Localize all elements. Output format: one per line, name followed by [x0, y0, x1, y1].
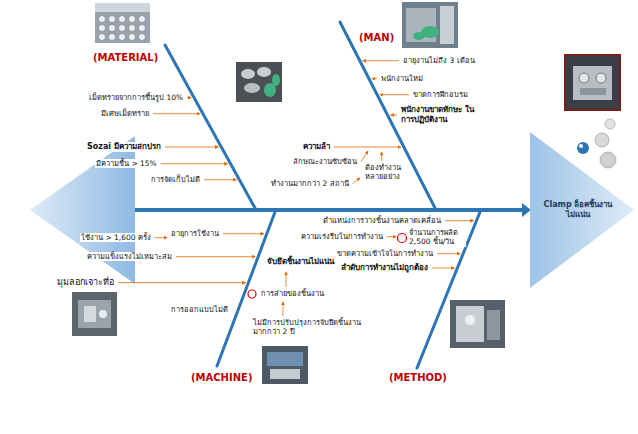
fishbone-spine [135, 208, 524, 212]
main-cause-label: ความล้า [302, 142, 331, 152]
cause-label: ขาดการฝึกอบรม [412, 90, 469, 99]
category-label: (MACHINE) [190, 372, 253, 385]
cause-label: ทำงานมากกว่า 2 สถานี [270, 179, 350, 188]
leader-arrow [334, 147, 401, 148]
leader-arrow [176, 256, 255, 257]
photo-material [95, 3, 150, 43]
cause-label: ต้องทำงาน หลายอย่าง [364, 163, 408, 182]
main-cause-label: Sozai มีความสกปรก [86, 142, 162, 152]
node-text-box: Clamp ล็อคชิ้นงาน ไม่แน่น [540, 200, 616, 220]
photo-parts [236, 62, 282, 102]
problem-label: Clamp ล็อคชิ้นงาน ไม่แน่น [540, 200, 616, 220]
cause-label: เม็ดทรายจากการขึ้นรูป 10% [88, 93, 184, 102]
leader-arrow [161, 163, 228, 164]
cause-label: อายุงานไม่ถึง 3 เดือน [402, 56, 476, 65]
leader-arrow [165, 147, 218, 148]
category-label: (MAN) [358, 32, 395, 45]
photo-worker [402, 2, 458, 48]
leader-arrow [380, 94, 409, 95]
cause-label: มีเศษเม็ดทราย [100, 109, 150, 118]
cause-label: พนักงานใหม่ [380, 74, 424, 83]
main-cause-label: พนักงานขาดทักษะ ในการปฏิบัติงาน [400, 105, 480, 125]
bubbles [577, 119, 616, 168]
category-label: (METHOD) [388, 372, 448, 385]
cause-label: จำนวนการผลิต 2,500 ชิ้น/วัน [408, 228, 466, 247]
cause-label: ใช้งาน > 1,600 ครั้ง [80, 233, 152, 242]
leader-arrow [204, 179, 236, 180]
category-label: (MATERIAL) [92, 52, 159, 65]
leader-arrow [363, 60, 399, 61]
leader-arrow [437, 253, 460, 254]
leader-arrow [155, 237, 167, 238]
leader-arrow [286, 272, 287, 287]
cause-label: ความเร่งรีบในการทำงาน [300, 232, 384, 241]
leader-arrow [153, 113, 200, 114]
cause-label: มีความชื้น > 15% [95, 159, 158, 168]
leader-arrow [283, 302, 284, 316]
leader-arrow [432, 268, 454, 269]
leader-arrow [361, 151, 368, 162]
cause-label: การออกแบบไม่ดี [170, 305, 229, 314]
cause-label: มุมลอกเจาะที่อ [56, 277, 115, 288]
leader-arrow [118, 282, 245, 283]
highlight-circle [248, 290, 256, 298]
photo-fixture [262, 346, 308, 384]
cause-label: การส่ายของชิ้นงาน [260, 289, 325, 298]
cause-label: ไม่มีการปรับปรุงการจับยึดชิ้นงาน มากกว่า… [252, 318, 376, 337]
main-cause-label: จับยึดชิ้นงานไม่แน่น [266, 257, 335, 267]
leader-arrow [223, 233, 264, 234]
main-cause-label: ลำดับการทำงานไม่ถูกต้อง [340, 263, 429, 273]
leader-arrow [372, 78, 377, 79]
cause-label: ตำแหน่งการวางชิ้นงานคลาดเคลื่อน [322, 216, 442, 225]
leader-arrow [381, 152, 382, 161]
cause-label: ลักษณะงานซับซ้อน [292, 157, 358, 166]
head-triangle: Clamp ล็อคชิ้นงาน ไม่แน่น [530, 132, 634, 288]
leader-arrow [445, 220, 473, 221]
spine-arrowhead [522, 203, 531, 217]
photo-clamp [72, 292, 117, 336]
cause-label: ความแข็งแรงไม่เหมาะสม [86, 252, 173, 261]
leader-arrow [391, 115, 398, 116]
cause-label: อายุการใช้งาน [170, 229, 220, 238]
leader-arrow [187, 97, 191, 98]
leader-arrow [387, 236, 396, 237]
photo-method [450, 300, 505, 348]
leader-arrow [353, 178, 360, 184]
cause-label: ขาดความเข้าใจในการทำงาน [336, 249, 434, 258]
triangle-outline [530, 132, 634, 288]
cause-label: การจัดเก็บไม่ดี [150, 175, 201, 184]
photo-part-head [565, 55, 620, 110]
highlight-circle [398, 234, 407, 243]
